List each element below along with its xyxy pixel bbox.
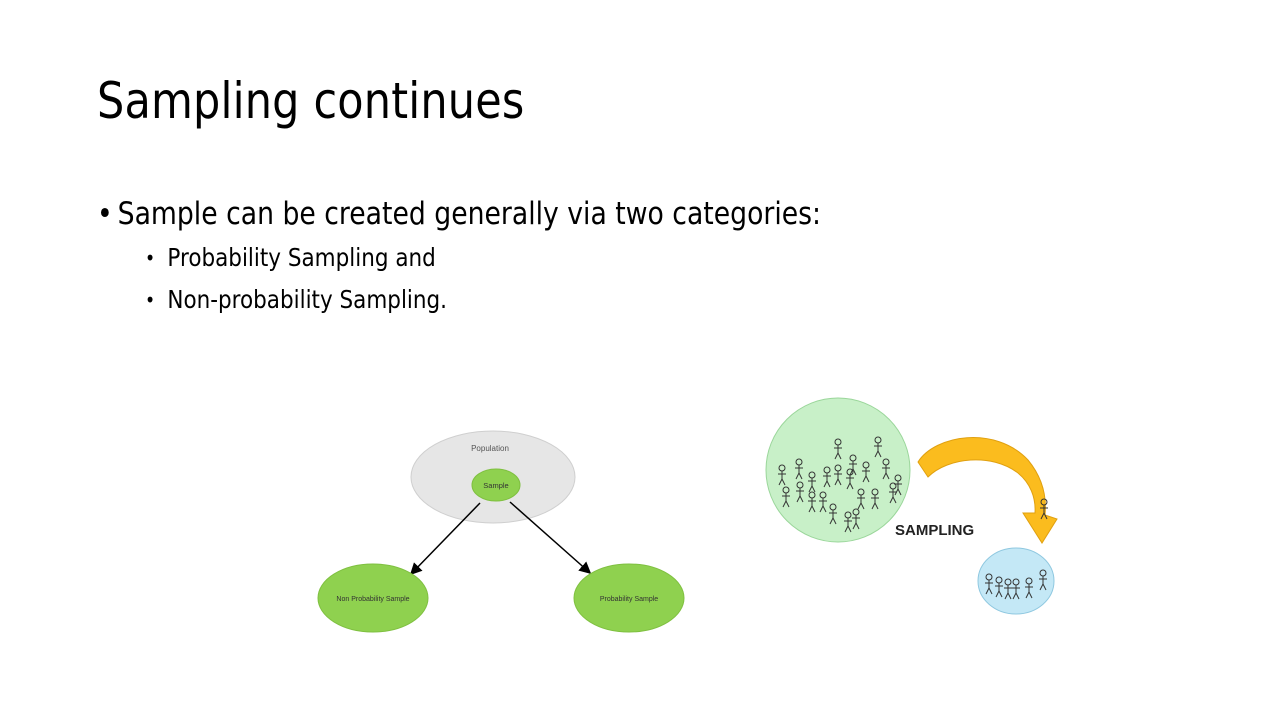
bullet-main: Sample can be created generally via two … (97, 196, 821, 232)
non-probability-label: Non Probability Sample (336, 596, 409, 603)
sample-ellipse (471, 468, 521, 502)
sub-bullet-probability: Probability Sampling and (145, 243, 436, 273)
sample-circle (977, 547, 1055, 615)
probability-label: Probability Sample (600, 596, 658, 603)
sample-label: Sample (483, 481, 508, 490)
sampling-types-diagram: Population Sample Non Probability Sample… (317, 430, 685, 633)
arrow-to-non-probability (409, 502, 481, 576)
probability-node (573, 563, 685, 633)
sub-bullet-non-probability: Non-probability Sampling. (145, 285, 447, 315)
sampling-illustration: SAMPLING (765, 397, 1058, 615)
population-circle (765, 397, 911, 543)
population-label: Population (471, 444, 509, 453)
slide-title: Sampling continues (97, 72, 525, 130)
non-probability-node (317, 563, 429, 633)
bullet-list: Sample can be created generally via two … (97, 196, 939, 315)
sampling-label: SAMPLING (895, 522, 974, 539)
curved-arrow-icon (917, 437, 1058, 544)
arrow-to-probability (509, 501, 592, 574)
